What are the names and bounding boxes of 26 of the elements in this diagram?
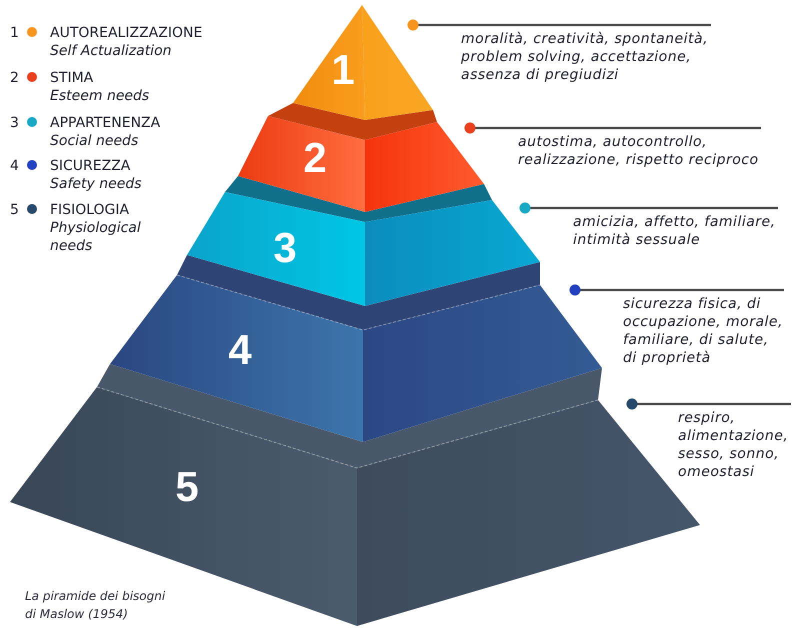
description-text: moralità, creatività, spontaneità, problem solving, accettazione, assenza di pregiudizi [461,23,712,84]
leader-line [626,398,791,410]
legend-label: SICUREZZA Safety needs [50,157,143,193]
legend-number: 2 [10,69,19,87]
legend-label: AUTOREALIZZAZIONE Self Actualization [50,24,204,60]
caption: La piramide dei bisogni di Maslow (1954) [25,588,166,623]
description-text: respiro, alimentazione, sesso, sonno, omeostasi [678,402,792,481]
description-text: autostima, autocontrollo, realizzazione, rispetto reciproco [518,126,762,169]
legend-label: STIMA Esteem needs [50,69,150,105]
legend-number: 4 [10,157,19,175]
tier-number: 1 [331,49,355,91]
legend-label: FISIOLOGIA Physiological needs [50,201,142,255]
legend-number: 1 [10,24,19,42]
leader-line [520,202,778,214]
tier-number: 3 [273,227,297,269]
description-text: amicizia, affetto, familiare, intimità sessuale [573,206,779,249]
leader-line [570,284,784,296]
leader-line [408,20,711,30]
leader-line [464,122,761,134]
tier-number: 2 [303,137,327,179]
legend-number: 5 [10,201,19,219]
tier-number: 4 [228,329,252,371]
legend-number: 3 [10,114,19,132]
tier-number: 5 [175,466,199,508]
description-text: sicurezza fisica, di occupazione, morale, familiare, di salute, di proprietà [623,288,785,367]
legend-label: APPARTENENZA Social needs [50,114,162,150]
